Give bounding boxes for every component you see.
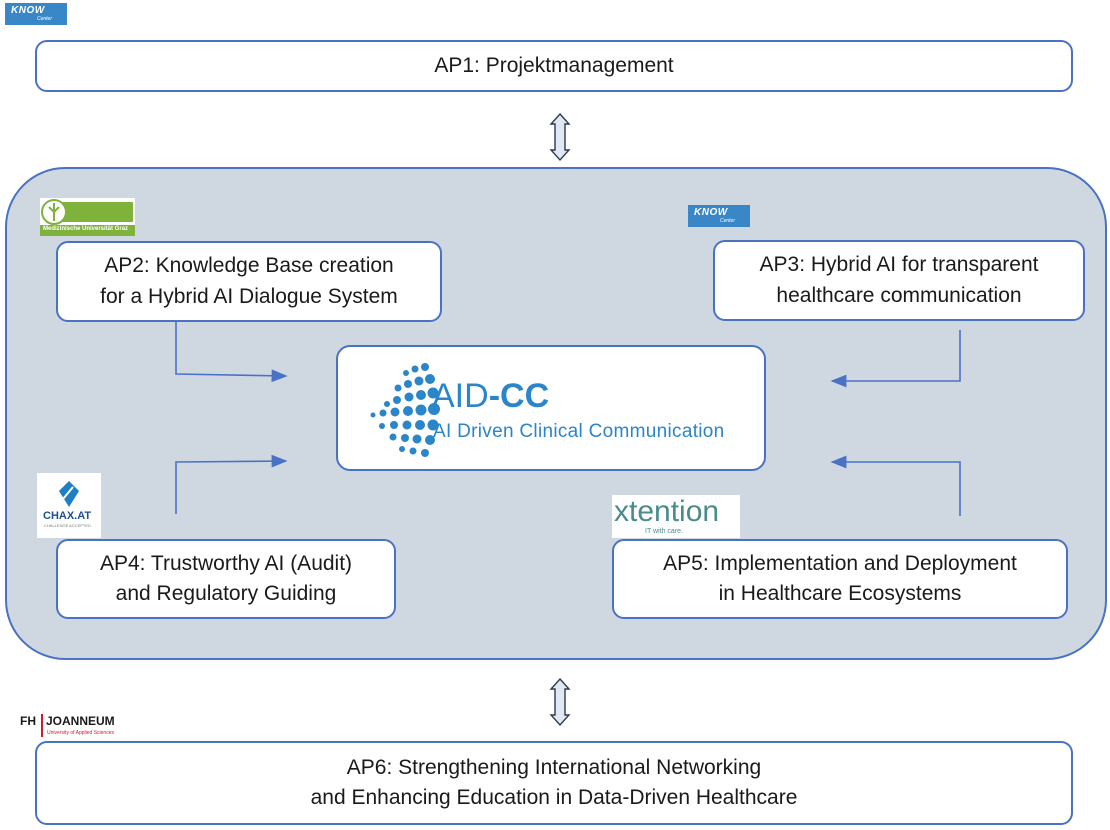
double-arrow-top [549, 112, 571, 162]
ap5-line2: in Healthcare Ecosystems [718, 582, 962, 605]
chax-tagline: CHALLENGE ACCEPTED [44, 523, 91, 528]
fh-name: JOANNEUM [46, 714, 115, 728]
know-logo-sub: Center [37, 16, 53, 22]
ap6-line1: AP6: Strengthening International Network… [346, 755, 762, 779]
ap2-line2: for a Hybrid AI Dialogue System [100, 284, 398, 308]
fh-joanneum-logo: FH JOANNEUM University of Applied Scienc… [20, 714, 160, 740]
fh-sub: University of Applied Sciences [47, 730, 114, 736]
xtention-word: xtention [614, 495, 720, 528]
xtention-tagline: IT with care. [645, 528, 683, 535]
ap2-box: AP2: Knowledge Base creation for a Hybri… [56, 241, 442, 322]
ap6-box: AP6: Strengthening International Network… [35, 741, 1073, 825]
meduni-graz-logo: Medizinische Universität Graz [40, 198, 135, 236]
xtention-logo: xtention IT with care. [612, 495, 740, 538]
ap1-box: AP1: Projektmanagement [35, 40, 1073, 92]
know-logo-sub-2: Center [720, 218, 736, 224]
arrow-ap4-to-center [175, 454, 288, 514]
meduni-graz-text: Medizinische Universität Graz [43, 226, 129, 232]
know-center-logo-ap3: KNOW Center [688, 205, 750, 227]
ap5-line1: AP5: Implementation and Deployment [663, 551, 1017, 575]
ap3-line1: AP3: Hybrid AI for transparent [759, 253, 1039, 277]
aid-cc-dot-globe-icon [370, 363, 440, 457]
know-logo-word: KNOW [11, 5, 45, 16]
chax-logo: CHAX.AT CHALLENGE ACCEPTED [37, 473, 101, 538]
aid-cc-subtitle: AI Driven Clinical Communication [433, 421, 725, 442]
ap4-box: AP4: Trustworthy AI (Audit) and Regulato… [56, 539, 396, 619]
fh-prefix: FH [20, 714, 36, 728]
double-arrow-bottom [549, 677, 571, 727]
xtention-name: xtention [614, 495, 719, 529]
ap3-line2: healthcare communication [776, 283, 1022, 307]
fh-divider [41, 714, 43, 737]
meduni-emblem-icon [40, 198, 135, 236]
chax-name: CHAX.AT [43, 510, 92, 522]
aid-cc-title: AID-CC [432, 377, 549, 416]
aid-cc-title-part1: AID [432, 377, 489, 415]
ap1-label: AP1: Projektmanagement [434, 53, 674, 77]
know-logo-word-2: KNOW [694, 207, 728, 218]
ap5-box: AP5: Implementation and Deployment in He… [612, 539, 1068, 619]
chax-icon [59, 481, 79, 507]
arrow-ap3-to-center [830, 330, 961, 388]
ap6-line2: and Enhancing Education in Data-Driven H… [310, 786, 798, 809]
ap4-line1: AP4: Trustworthy AI (Audit) [99, 551, 353, 575]
arrow-ap5-to-center [830, 455, 961, 516]
arrow-ap2-to-center [175, 322, 288, 383]
know-center-logo-top: KNOW Center [5, 3, 67, 25]
aid-cc-box: AID-CC AI Driven Clinical Communication [336, 345, 766, 471]
aid-cc-title-part2: -CC [488, 377, 550, 415]
ap4-line2: and Regulatory Guiding [115, 582, 337, 605]
ap3-box: AP3: Hybrid AI for transparent healthcar… [713, 240, 1085, 321]
ap2-line1: AP2: Knowledge Base creation [104, 254, 394, 278]
